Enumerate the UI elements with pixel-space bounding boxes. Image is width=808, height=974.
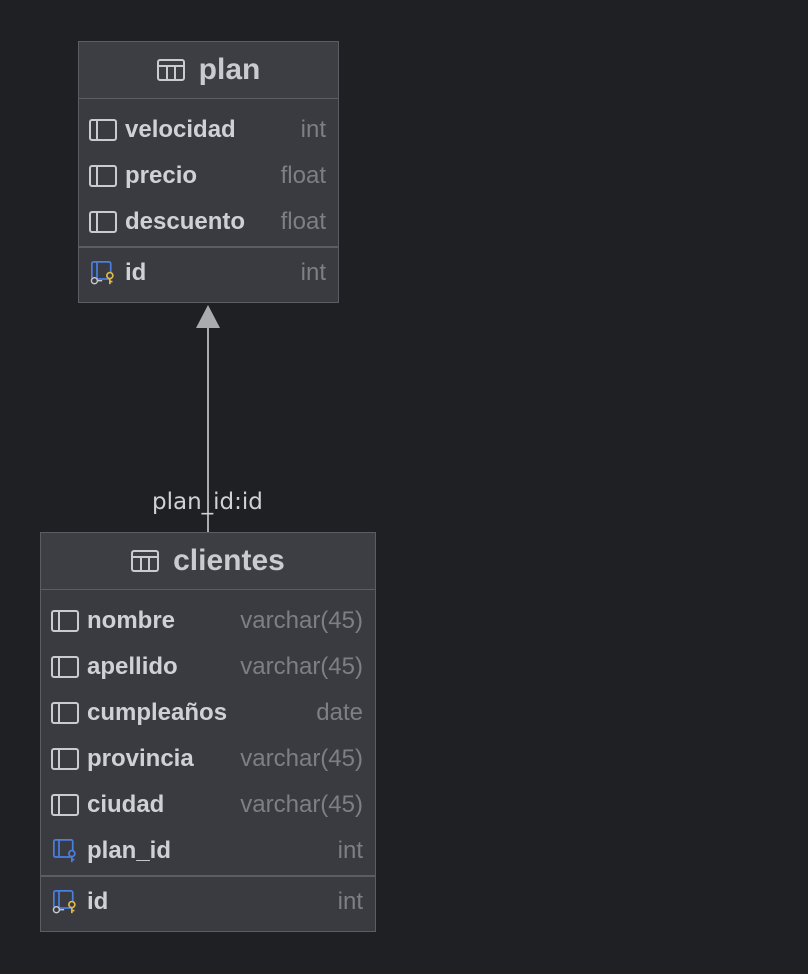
column-name: cumpleaños (87, 699, 228, 726)
column-name: apellido (87, 653, 178, 680)
column-type: int (337, 888, 363, 915)
column-type: varchar(45) (240, 791, 363, 818)
table-icon (131, 550, 160, 572)
column-row[interactable]: apellido varchar(45) (41, 644, 375, 690)
column-icon (51, 656, 79, 678)
column-name: descuento (125, 208, 246, 235)
column-type: date (316, 699, 363, 726)
column-icon (89, 165, 117, 187)
table-clientes[interactable]: clientes nombre varchar(45) apellido var… (40, 532, 376, 932)
column-name: id (125, 259, 147, 286)
column-row[interactable]: cumpleaños date (41, 690, 375, 736)
foreign-key-icon (52, 839, 76, 863)
key-separator (79, 246, 338, 248)
column-icon (51, 702, 79, 724)
column-row[interactable]: provincia varchar(45) (41, 736, 375, 782)
column-type: float (280, 208, 326, 235)
table-header[interactable]: clientes (41, 533, 375, 590)
column-type: varchar(45) (240, 607, 363, 634)
table-header[interactable]: plan (79, 42, 338, 99)
table-plan[interactable]: plan velocidad int precio float descuent… (78, 41, 339, 303)
column-icon (89, 211, 117, 233)
column-row[interactable]: velocidad int (79, 107, 338, 153)
column-type: int (300, 116, 326, 143)
column-name: ciudad (87, 791, 165, 818)
column-icon (51, 794, 79, 816)
primary-key-row[interactable]: id int (41, 878, 375, 926)
column-type: int (300, 259, 326, 286)
column-icon (51, 748, 79, 770)
column-name: plan_id (87, 837, 172, 864)
primary-key-icon (90, 261, 114, 285)
key-separator (41, 875, 375, 877)
primary-key-row[interactable]: id int (79, 249, 338, 297)
primary-key-icon (52, 890, 76, 914)
relation-label: plan_id:id (152, 489, 263, 515)
column-icon (89, 119, 117, 141)
table-title: plan (198, 53, 261, 86)
column-name: precio (125, 162, 198, 189)
column-type: varchar(45) (240, 653, 363, 680)
column-type: varchar(45) (240, 745, 363, 772)
column-name: velocidad (125, 116, 236, 143)
foreign-key-row[interactable]: plan_id int (41, 828, 375, 874)
table-icon (156, 59, 185, 81)
column-row[interactable]: nombre varchar(45) (41, 598, 375, 644)
column-icon (51, 610, 79, 632)
column-name: id (87, 888, 109, 915)
column-row[interactable]: ciudad varchar(45) (41, 782, 375, 828)
table-title: clientes (173, 544, 285, 577)
column-type: int (337, 837, 363, 864)
column-row[interactable]: descuento float (79, 199, 338, 245)
column-type: float (280, 162, 326, 189)
column-name: provincia (87, 745, 194, 772)
column-row[interactable]: precio float (79, 153, 338, 199)
column-name: nombre (87, 607, 176, 634)
